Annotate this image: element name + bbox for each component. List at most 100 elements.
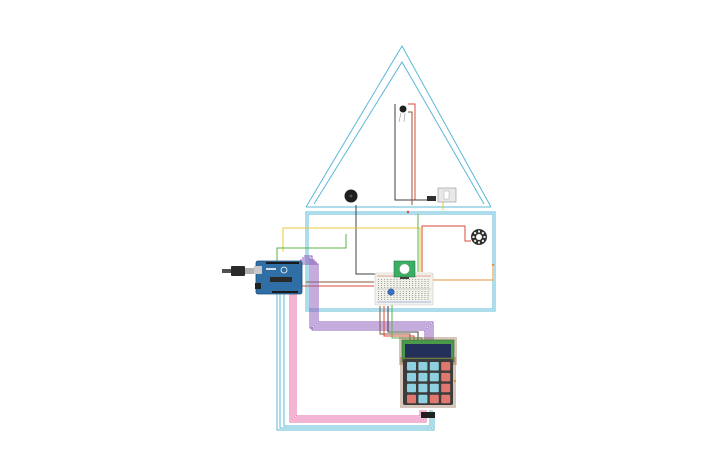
breadboard-potentiometer[interactable] bbox=[387, 288, 395, 296]
keypad-key[interactable] bbox=[429, 372, 439, 382]
breadboard-hole bbox=[424, 295, 426, 296]
breadboard-hole bbox=[427, 299, 429, 300]
arduino-header-top bbox=[266, 262, 299, 264]
breadboard-hole bbox=[396, 287, 398, 288]
arduino-logo bbox=[280, 266, 288, 274]
breadboard-hole bbox=[387, 279, 389, 280]
breadboard-hole bbox=[424, 299, 426, 300]
breadboard-hole bbox=[390, 285, 392, 286]
keypad-key[interactable] bbox=[441, 383, 451, 393]
keypad-keys bbox=[407, 362, 451, 404]
breadboard-hole bbox=[427, 291, 429, 292]
breadboard-hole bbox=[381, 291, 383, 292]
breadboard-hole bbox=[387, 281, 389, 282]
wire-purple bbox=[298, 261, 432, 340]
wire-green-top bbox=[276, 234, 347, 262]
keypad-key[interactable] bbox=[407, 362, 416, 371]
neopixel-ring[interactable] bbox=[421, 225, 487, 272]
breadboard-hole bbox=[412, 279, 414, 280]
wire-lcd-3 bbox=[387, 306, 419, 342]
breadboard-hole bbox=[424, 281, 426, 282]
keypad-key[interactable] bbox=[441, 394, 451, 404]
breadboard-hole bbox=[387, 287, 389, 288]
breadboard-hole bbox=[384, 295, 386, 296]
breadboard-hole bbox=[393, 281, 395, 282]
breadboard-hole bbox=[409, 299, 410, 300]
breadboard-hole bbox=[421, 287, 423, 288]
wire-pink bbox=[295, 268, 421, 417]
breadboard-hole bbox=[418, 285, 420, 286]
breadboard-hole bbox=[405, 299, 407, 300]
breadboard-hole bbox=[421, 293, 423, 294]
wire-orange-right bbox=[433, 265, 494, 281]
breadboard-hole bbox=[399, 283, 401, 284]
breadboard-hole bbox=[381, 281, 383, 282]
breadboard-hole bbox=[402, 287, 404, 288]
keypad-key[interactable] bbox=[429, 383, 439, 393]
breadboard-hole bbox=[421, 297, 423, 298]
micro-servo[interactable] bbox=[427, 187, 457, 203]
breadboard-hole bbox=[421, 295, 423, 296]
keypad-key[interactable] bbox=[441, 362, 451, 371]
keypad-key[interactable] bbox=[429, 362, 439, 371]
keypad-key[interactable] bbox=[418, 383, 428, 393]
piezo-buzzer[interactable] bbox=[344, 189, 379, 275]
breadboard-hole bbox=[405, 287, 407, 288]
usb-cable[interactable] bbox=[222, 266, 255, 276]
servo-connector bbox=[427, 196, 436, 201]
breadboard-hole bbox=[424, 297, 426, 298]
breadboard-hole bbox=[396, 297, 398, 298]
keypad-key[interactable] bbox=[418, 394, 428, 404]
photoresistor-body bbox=[399, 105, 407, 113]
usb-metal bbox=[245, 268, 255, 274]
wire-brown-roof bbox=[408, 111, 413, 205]
breadboard-hole bbox=[399, 295, 401, 296]
pir-pins bbox=[400, 277, 409, 279]
wire-red-roof bbox=[408, 103, 430, 201]
main-wiring bbox=[276, 214, 494, 431]
photoresistor[interactable] bbox=[398, 105, 407, 123]
keypad-body bbox=[403, 359, 453, 405]
breadboard-hole bbox=[402, 285, 404, 286]
neopixel-led bbox=[478, 241, 480, 244]
arduino-uno[interactable] bbox=[254, 260, 303, 295]
breadboard-hole bbox=[381, 279, 383, 280]
keypad-key[interactable] bbox=[418, 372, 428, 382]
breadboard-hole bbox=[418, 299, 420, 300]
breadboard-hole bbox=[412, 287, 414, 288]
buzzer-hole bbox=[349, 194, 353, 198]
breadboard-hole bbox=[390, 295, 392, 296]
breadboard-hole bbox=[378, 283, 379, 284]
breadboard-hole bbox=[399, 299, 401, 300]
breadboard-hole bbox=[387, 285, 389, 286]
usb-connector bbox=[231, 266, 245, 276]
breadboard-hole bbox=[402, 281, 404, 282]
wire-buzzer bbox=[355, 205, 378, 275]
photoresistor-leg bbox=[403, 112, 406, 123]
breadboard-hole bbox=[381, 285, 383, 286]
breadboard-hole bbox=[384, 281, 386, 282]
breadboard-hole bbox=[396, 285, 398, 286]
breadboard-hole bbox=[415, 283, 417, 284]
breadboard-hole bbox=[381, 287, 383, 288]
breadboard-hole bbox=[378, 281, 379, 282]
wire-bundle-purple bbox=[296, 255, 434, 340]
keypad-key[interactable] bbox=[407, 394, 416, 404]
keypad-key[interactable] bbox=[418, 362, 428, 371]
keypad-key[interactable] bbox=[407, 383, 416, 393]
keypad-key[interactable] bbox=[429, 394, 439, 404]
neopixel-led bbox=[474, 232, 477, 235]
breadboard-hole bbox=[393, 287, 395, 288]
breadboard-hole bbox=[390, 279, 392, 280]
breadboard-hole bbox=[424, 279, 426, 280]
breadboard-hole bbox=[393, 295, 395, 296]
breadboard-hole bbox=[396, 283, 398, 284]
keypad-key[interactable] bbox=[441, 372, 451, 382]
breadboard-hole bbox=[405, 293, 407, 294]
keypad-key[interactable] bbox=[407, 372, 416, 382]
keypad-4x4[interactable] bbox=[400, 357, 457, 418]
breadboard-hole bbox=[427, 293, 429, 294]
breadboard-hole bbox=[415, 279, 417, 280]
pir-motion-sensor[interactable] bbox=[393, 260, 416, 279]
breadboard-hole bbox=[378, 295, 379, 296]
